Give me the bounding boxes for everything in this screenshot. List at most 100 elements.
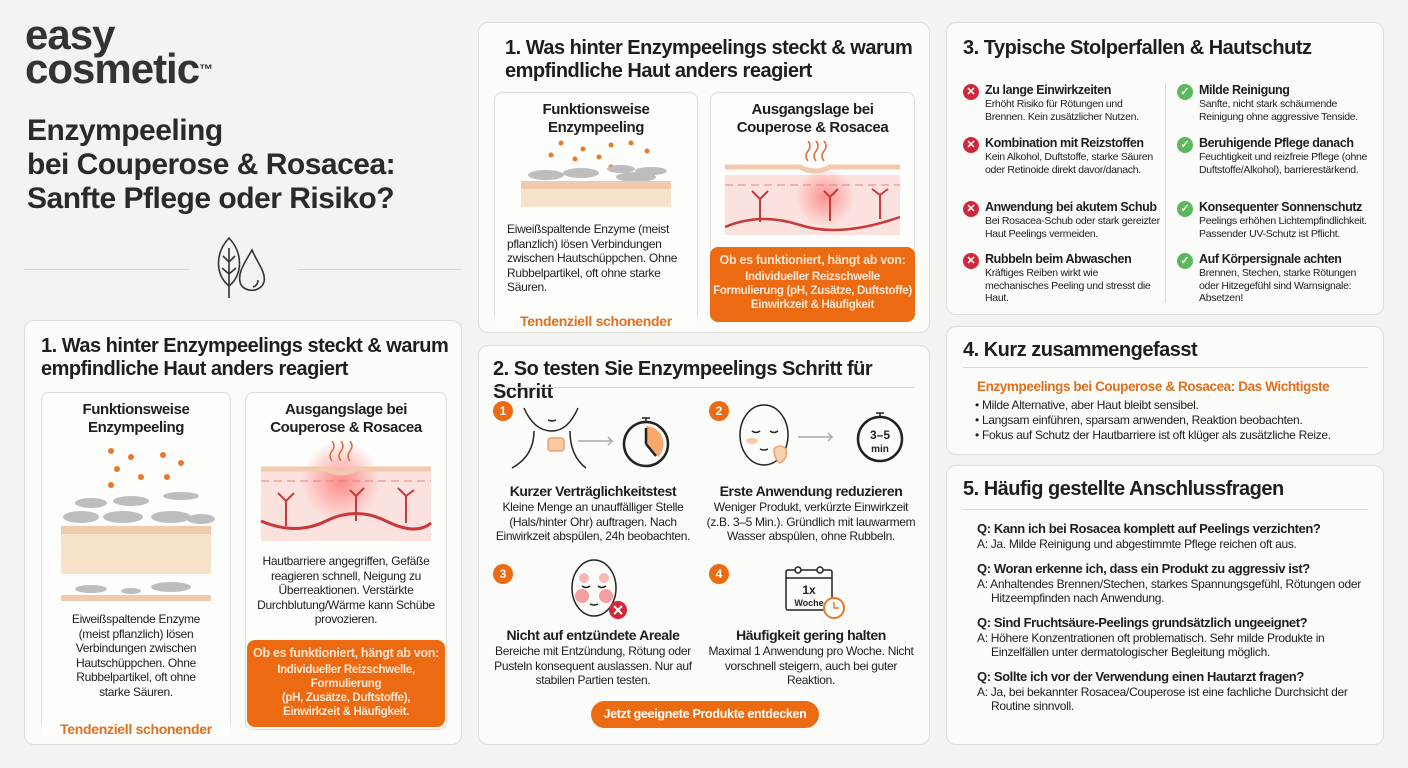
x-circle-icon: ✕: [963, 84, 979, 100]
card-enzyme-function: Funktionsweise Enzympeeling Eiweißspalte…: [41, 392, 231, 737]
summary-bullet: Langsam einführen, sparsam anwenden, Rea…: [975, 413, 1331, 428]
faq-question: Q: Sollte ich vor der Verwendung einen H…: [977, 669, 1304, 684]
item-text: Erhöht Risiko für Rötungen und Brennen. …: [985, 98, 1139, 123]
faq-answer: A: Anhaltendes Brennen/Stechen, starkes …: [977, 577, 1361, 605]
section-title: 5. Häufig gestellte Anschlussfragen: [963, 478, 1284, 500]
summary-bullet: Fokus auf Schutz der Hautbarriere ist of…: [975, 428, 1331, 443]
section-title: 1. Was hinter Enzympeelings steckt & war…: [41, 335, 449, 380]
divider: [963, 509, 1368, 510]
item-title: Rubbeln beim Abwaschen: [985, 252, 1132, 266]
brand-logo: easy cosmetic™: [25, 11, 213, 92]
faq-item: Q: Sollte ich vor der Verwendung einen H…: [977, 669, 1377, 713]
x-circle-icon: ✕: [963, 201, 979, 217]
faq-answer: A: Höhere Konzentrationen oft problemati…: [977, 631, 1325, 659]
section2-panel: 2. So testen Sie Enzympeelings Schritt f…: [478, 345, 930, 745]
discover-products-button[interactable]: Jetzt geeignete Produkte entdecken: [591, 701, 819, 728]
check-circle-icon: ✓: [1177, 137, 1193, 153]
faq-answer: A: Ja, bei bekannter Rosacea/Couperose i…: [977, 685, 1348, 713]
calendar-label: 1x: [802, 583, 816, 597]
section-title: 1. Was hinter Enzympeelings steckt & war…: [505, 37, 913, 82]
factors-box: Ob es funktioniert, hängt ab von: Indivi…: [247, 640, 445, 727]
skin-enzyme-illustration: [521, 140, 671, 207]
divider: [297, 269, 461, 270]
item-text: Kein Alkohol, Duftstoffe, starke Säuren …: [985, 151, 1153, 176]
step-number: 1: [493, 401, 513, 421]
step-1: Kurzer Verträglichkeitstest Kleine Menge…: [495, 483, 691, 543]
step-number: 2: [709, 401, 729, 421]
section4-panel: 4. Kurz zusammengefasst Enzympeelings be…: [946, 326, 1384, 455]
item-title: Auf Körpersignale achten: [1199, 252, 1342, 266]
step-2: Erste Anwendung reduzieren Weniger Produ…: [706, 483, 916, 543]
summary-subtitle: Enzympeelings bei Couperose & Rosacea: D…: [977, 379, 1330, 394]
summary-bullet: Milde Alternative, aber Haut bleibt sens…: [975, 398, 1331, 413]
item-title: Konsequenter Sonnenschutz: [1199, 200, 1362, 214]
timer-label: 3–5: [870, 428, 890, 442]
check-circle-icon: ✓: [1177, 84, 1193, 100]
section-title: 4. Kurz zusammengefasst: [963, 339, 1198, 361]
section1-mid-panel: 1. Was hinter Enzympeelings steckt & war…: [478, 22, 930, 333]
summary-list: Milde Alternative, aber Haut bleibt sens…: [975, 398, 1331, 443]
step-4: Häufigkeit gering halten Maximal 1 Anwen…: [708, 627, 914, 687]
page-title: Enzympeeling bei Couperose & Rosacea: Sa…: [27, 114, 396, 215]
section3-panel: 3. Typische Stolperfallen & Hautschutz ✕…: [946, 22, 1384, 315]
x-circle-icon: ✕: [963, 253, 979, 269]
check-circle-icon: ✓: [1177, 253, 1193, 269]
item-title: Zu lange Einwirkzeiten: [985, 83, 1111, 97]
faq-list: Q: Kann ich bei Rosacea komplett auf Pee…: [977, 521, 1377, 723]
inflamed-skin-illustration: [260, 440, 432, 541]
faq-question: Q: Woran erkenne ich, dass ein Produkt z…: [977, 561, 1310, 576]
leaf-drop-icon: [217, 236, 266, 298]
faq-answer: A: Ja. Milde Reinigung und abgestimmte P…: [977, 537, 1297, 551]
inflamed-face-icon: [571, 559, 627, 619]
factors-box: Ob es funktioniert, hängt ab von: Indivi…: [710, 247, 915, 322]
item-text: Brennen, Stechen, starke Rötungen oder H…: [1199, 267, 1357, 304]
section5-panel: 5. Häufig gestellte Anschlussfragen Q: K…: [946, 465, 1384, 745]
faq-question: Q: Sind Fruchtsäure-Peelings grundsätzli…: [977, 615, 1308, 630]
section-title: 2. So testen Sie Enzympeelings Schritt f…: [493, 358, 873, 403]
face-reduced-application-icon: 3–5 min: [739, 404, 904, 466]
x-circle-icon: ✕: [963, 137, 979, 153]
inflamed-skin-illustration: [724, 140, 901, 235]
calendar-unit: Woche: [794, 598, 823, 608]
step-number: 4: [709, 564, 729, 584]
item-title: Kombination mit Reizstoffen: [985, 136, 1144, 150]
divider: [963, 367, 1368, 368]
divider: [493, 387, 915, 388]
step-number: 3: [493, 564, 513, 584]
item-text: Bei Rosacea-Schub oder stark gereizter H…: [985, 215, 1160, 240]
card-rosacea-baseline: Ausgangslage bei Couperose & Rosacea Ob …: [710, 92, 915, 322]
faq-question: Q: Kann ich bei Rosacea komplett auf Pee…: [977, 521, 1321, 536]
gentle-tag: Tendenziell schonender: [42, 721, 230, 737]
check-circle-icon: ✓: [1177, 201, 1193, 217]
skin-enzyme-illustration: [61, 448, 215, 601]
weekly-calendar-icon: 1x Woche: [785, 566, 845, 619]
timer-unit: min: [871, 444, 889, 455]
neck-patch-test-icon: [511, 407, 670, 469]
section-title: 3. Typische Stolperfallen & Hautschutz: [963, 37, 1312, 59]
item-title: Anwendung bei akutem Schub: [985, 200, 1157, 214]
faq-item: Q: Woran erkenne ich, dass ein Produkt z…: [977, 561, 1377, 605]
faq-item: Q: Sind Fruchtsäure-Peelings grundsätzli…: [977, 615, 1377, 659]
item-text: Kräftiges Reiben wirkt wie mechanisches …: [985, 267, 1151, 304]
item-title: Beruhigende Pflege danach: [1199, 136, 1354, 150]
gentle-tag: Tendenziell schonender: [495, 313, 697, 329]
item-title: Milde Reinigung: [1199, 83, 1290, 97]
section1-left-panel: 1. Was hinter Enzympeelings steckt & war…: [24, 320, 462, 745]
faq-item: Q: Kann ich bei Rosacea komplett auf Pee…: [977, 521, 1377, 551]
step-3: Nicht auf entzündete Areale Bereiche mit…: [494, 627, 692, 687]
column-divider: [1165, 83, 1166, 303]
item-text: Peelings erhöhen Lichtempfindlichkeit. P…: [1199, 215, 1367, 240]
item-text: Feuchtigkeit und reizfreie Pflege (ohne …: [1199, 151, 1368, 176]
card-rosacea-baseline: Ausgangslage bei Couperose & Rosacea Hau…: [245, 392, 447, 730]
item-text: Sanfte, nicht stark schäumende Reinigung…: [1199, 98, 1358, 123]
card-enzyme-function: Funktionsweise Enzympeeling Eiweißspalte…: [494, 92, 698, 329]
divider: [24, 269, 189, 270]
